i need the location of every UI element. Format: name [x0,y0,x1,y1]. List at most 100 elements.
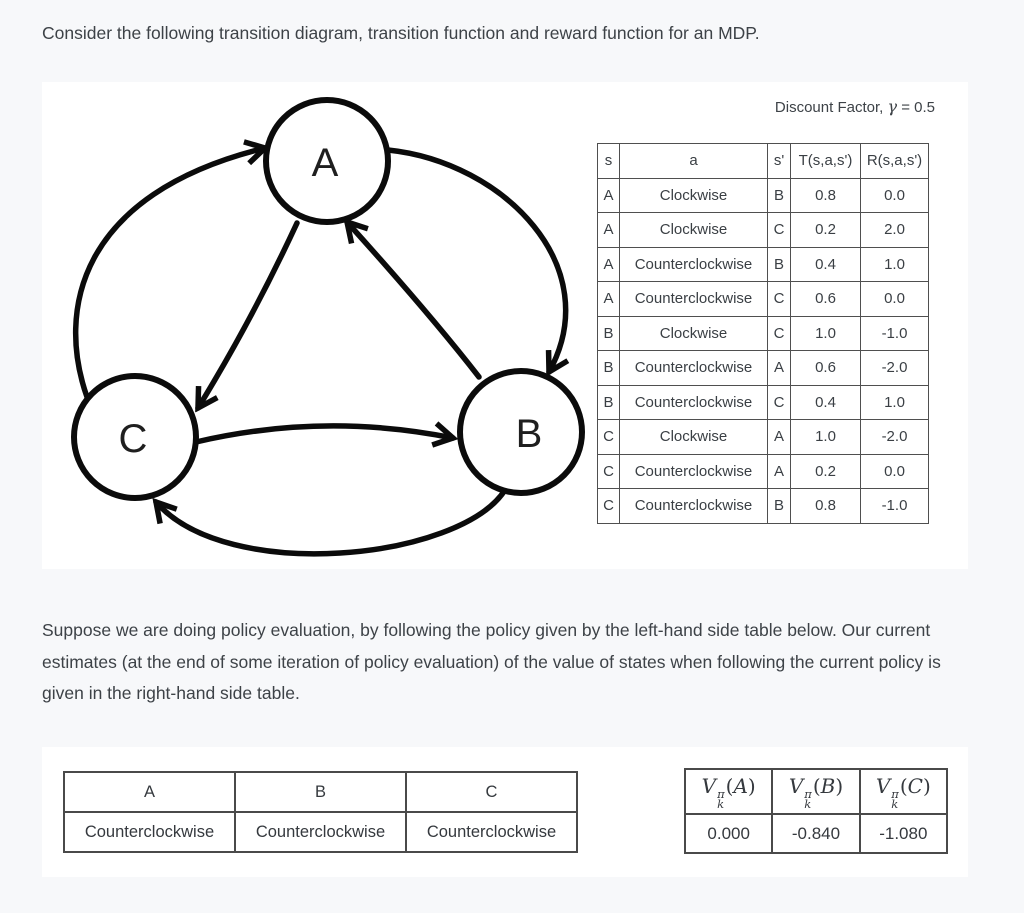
tables-panel: A B C Counterclockwise Counterclockwise … [42,747,968,877]
transition-table-cell: 1.0 [790,419,861,455]
transition-table-cell: Clockwise [619,212,768,248]
transition-table-cell: -2.0 [860,419,929,455]
transition-table-cell: 0.8 [790,488,861,524]
transition-table-cell: C [597,488,620,524]
mdp-transition-diagram: A C B [71,97,585,557]
transition-table-header-row: s a s' T(s,a,s') R(s,a,s') [597,143,929,179]
transition-table-cell: 1.0 [860,246,929,282]
value-A: 0.000 [683,813,774,854]
gamma-symbol: γ [887,97,898,116]
transition-table-cell: Counterclockwise [619,350,768,386]
discount-factor-label: Discount Factor, γ = 0.5 [775,97,935,116]
transition-table-cell: Clockwise [619,315,768,351]
question-title: Consider the following transition diagra… [42,23,760,43]
transition-table-cell: 0.4 [790,384,861,420]
transition-table-cell: B [597,384,620,420]
transition-table-cell: Clockwise [619,419,768,455]
question-paragraph: Suppose we are doing policy evaluation, … [42,620,941,703]
transition-table-cell: C [767,384,791,420]
transition-table-cell: B [597,350,620,386]
value-C: -1.080 [858,813,949,854]
col-header-s-prime: s' [767,143,791,179]
policy-header-B: B [234,771,407,813]
transition-table-cell: 0.0 [860,281,929,317]
state-B-circle [457,368,585,496]
policy-table: A B C Counterclockwise Counterclockwise … [63,771,578,853]
transition-table-cell: Counterclockwise [619,453,768,489]
transition-table-cell: B [767,488,791,524]
transition-table-cell: 0.2 [790,453,861,489]
diagram-panel: A C B Discount Factor, γ = 0.5 s a s' T(… [42,82,968,569]
policy-table-action-row: Counterclockwise Counterclockwise Counte… [63,811,578,853]
edge-A-to-B-outer [385,147,566,372]
transition-table-cell: 0.0 [860,177,929,213]
transition-table-cell: Counterclockwise [619,488,768,524]
transition-table-cell: A [767,350,791,386]
col-header-s: s [597,143,620,179]
col-header-R: R(s,a,s') [860,143,929,179]
transition-table-cell: 2.0 [860,212,929,248]
transition-table-cell: 0.6 [790,281,861,317]
discount-factor-prefix: Discount Factor, [774,99,884,116]
col-header-a: a [619,143,768,179]
transition-table-cell: -1.0 [860,488,929,524]
transition-table-cell: Counterclockwise [619,384,768,420]
edge-A-to-C-inner [198,220,300,408]
transition-table-cell: Counterclockwise [619,246,768,282]
transition-table-cell: C [767,281,791,317]
col-header-T: T(s,a,s') [790,143,861,179]
edge-C-to-A-outer [72,148,265,400]
transition-table-cell: A [597,246,620,282]
transition-table-cell: -2.0 [860,350,929,386]
transition-table-cell: B [767,177,791,213]
value-B: -0.840 [771,813,861,854]
policy-action-A: Counterclockwise [63,811,236,853]
edge-C-to-B-inner [193,426,453,442]
transition-table-cell: C [767,315,791,351]
transition-table-cell: C [597,419,620,455]
transition-table-cell: 0.4 [790,246,861,282]
transition-table-cell: Counterclockwise [619,281,768,317]
transition-table-cell: -1.0 [860,315,929,351]
state-C-circle [71,373,199,501]
transition-table-cell: 0.6 [790,350,861,386]
transition-table-cell: B [767,246,791,282]
policy-header-A: A [63,771,236,813]
state-A-circle [263,97,391,225]
state-B-label: B [516,412,543,456]
value-table-values-row: 0.000 -0.840 -1.080 [683,813,949,854]
transition-table-cell: 0.2 [790,212,861,248]
transition-table-cell: Clockwise [619,177,768,213]
policy-table-header-row: A B C [63,771,578,813]
transition-table-cell: C [597,453,620,489]
transition-table-cell: 0.0 [860,453,929,489]
edge-B-to-C-outer [156,487,508,557]
transition-table-cell: A [597,177,620,213]
state-C-label: C [119,417,148,461]
policy-action-C: Counterclockwise [405,811,578,853]
discount-factor-value: = 0.5 [901,99,935,116]
state-A-label: A [312,141,339,185]
transition-table-cell: A [767,419,791,455]
transition-table-cell: 1.0 [860,384,929,420]
policy-action-B: Counterclockwise [234,811,407,853]
transition-table-cell: 1.0 [790,315,861,351]
transition-table-cell: C [767,212,791,248]
